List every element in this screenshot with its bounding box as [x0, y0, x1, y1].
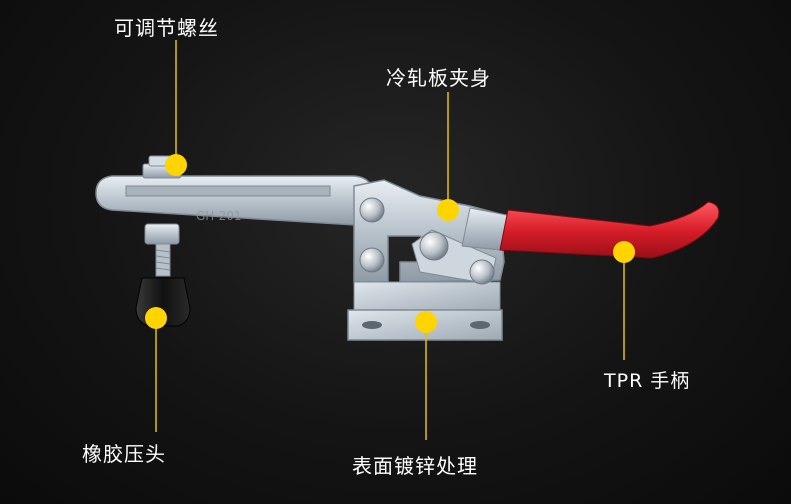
label-clamp-body: 冷轧板夹身 [386, 66, 491, 90]
base-slot-left [362, 321, 382, 329]
rivet-lower [359, 247, 385, 273]
marker-rubber [145, 307, 167, 329]
tpr-grip [499, 201, 720, 259]
rivet-linkage [419, 231, 449, 261]
marker-body [437, 199, 459, 221]
label-adjustable-screw: 可调节螺丝 [114, 16, 219, 40]
label-surface-treatment: 表面镀锌处理 [352, 454, 478, 478]
label-rubber-head: 橡胶压头 [82, 442, 166, 466]
marker-surface [415, 311, 437, 333]
label-tpr-handle: TPR 手柄 [604, 370, 691, 392]
rivet-upper [359, 197, 385, 223]
marker-screw [165, 154, 187, 176]
rivet-handle [469, 259, 495, 285]
marker-handle [613, 241, 635, 263]
base-slot-right [470, 321, 490, 329]
arm-engraving: GH-201 [196, 209, 242, 223]
handle [461, 201, 720, 259]
clamp-arm: GH-201 [95, 175, 373, 227]
